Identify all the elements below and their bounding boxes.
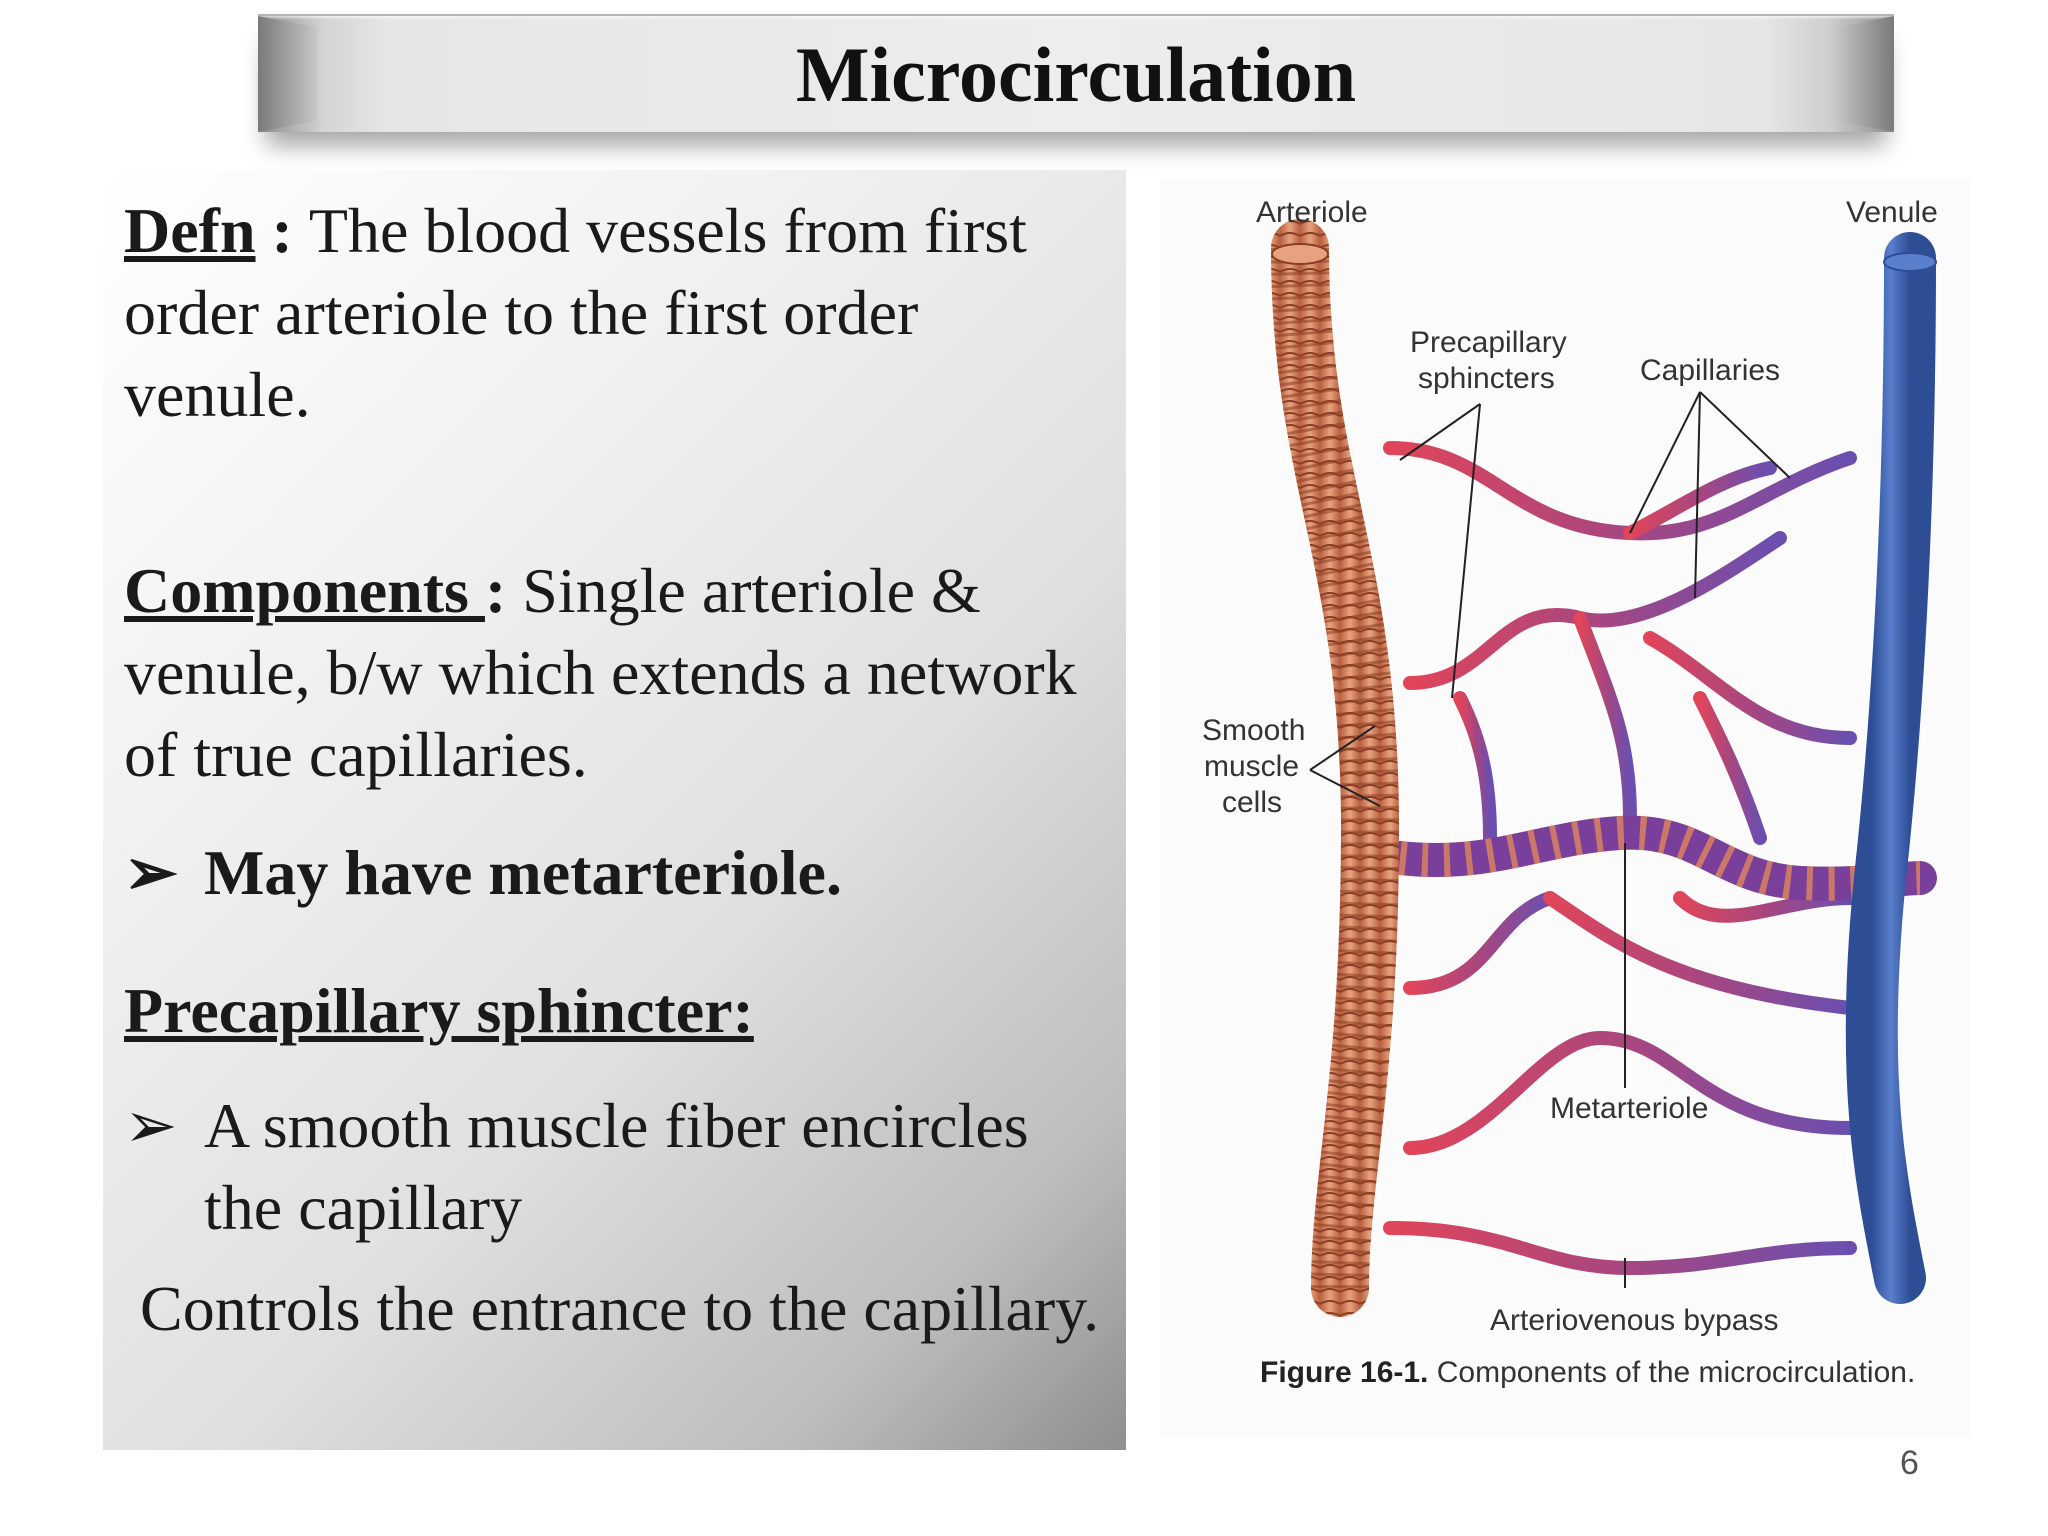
sphincter-bullet: ➢ A smooth muscle fiber encircles the ca…	[124, 1085, 1106, 1249]
metarteriole-vessel	[1383, 815, 1937, 901]
metarteriole-bullet: ➢ May have metarteriole.	[124, 832, 1106, 914]
leader-lines	[1309, 391, 1791, 1288]
components-term: Components	[124, 555, 485, 626]
figure-caption: Figure 16-1. Components of the microcirc…	[1260, 1356, 1915, 1390]
label-muscle: muscle	[1204, 750, 1299, 783]
sphincter-bullet-text: A smooth muscle fiber encircles the capi…	[204, 1090, 1029, 1243]
microcirculation-diagram: Arteriole Venule Precapillary sphincters…	[1202, 196, 1938, 1337]
caption-text: Components of the microcirculation.	[1428, 1356, 1916, 1389]
arteriole-vessel	[1271, 219, 1400, 1317]
definition-block: Defn : The blood vessels from first orde…	[124, 190, 1106, 436]
metarteriole-bullet-text: May have metarteriole.	[204, 837, 842, 908]
label-metarteriole: Metarteriole	[1550, 1092, 1708, 1125]
caption-number: Figure 16-1.	[1260, 1356, 1429, 1389]
venule-vessel	[1845, 232, 1937, 1304]
sphincter-heading: Precapillary sphincter:	[124, 970, 1106, 1052]
sphincter-heading-text: Precapillary sphincter:	[124, 975, 754, 1046]
components-separator: :	[484, 555, 523, 626]
text-panel: Defn : The blood vessels from first orde…	[103, 170, 1126, 1450]
title-banner: Microcirculation	[258, 14, 1894, 132]
sphincter-text: Controls the entrance to the capillary.	[124, 1273, 1100, 1344]
slide-title: Microcirculation	[795, 31, 1357, 118]
label-arteriovenous-bypass: Arteriovenous bypass	[1490, 1304, 1779, 1337]
label-precapillary: Precapillary	[1410, 326, 1567, 359]
components-block: Components : Single arteriole & venule, …	[124, 550, 1106, 796]
arrow-bullet-icon: ➢	[124, 837, 178, 908]
label-smooth: Smooth	[1202, 714, 1305, 747]
label-venule: Venule	[1846, 196, 1938, 229]
microcirculation-figure: Arteriole Venule Precapillary sphincters…	[1160, 178, 1970, 1438]
capillary-network	[1383, 441, 1857, 1276]
label-sphincters: sphincters	[1418, 362, 1555, 395]
definition-separator: :	[255, 195, 309, 266]
definition-text: The blood vessels from first order arter…	[124, 195, 1027, 430]
label-capillaries: Capillaries	[1640, 354, 1780, 387]
label-arteriole: Arteriole	[1256, 196, 1368, 229]
definition-term: Defn	[124, 195, 256, 266]
page-number: 6	[1900, 1444, 1919, 1482]
components-text: Single arteriole & venule, b/w which ext…	[124, 555, 1077, 790]
arrow-bullet-icon: ➢	[124, 1090, 178, 1161]
label-cells: cells	[1222, 786, 1282, 819]
